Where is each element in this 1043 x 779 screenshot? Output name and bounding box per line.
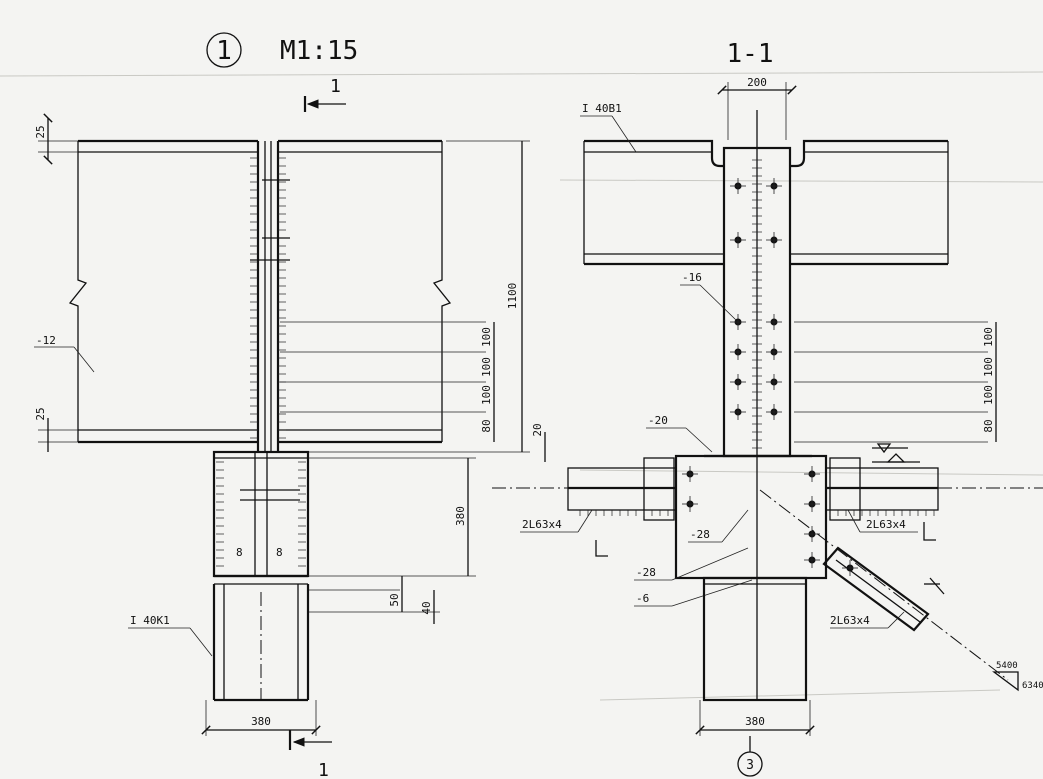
section-mark-bottom: 1 — [318, 760, 329, 779]
slope-triangle — [992, 671, 1019, 692]
extension-lines-right — [794, 321, 997, 443]
dim-edge: 80 — [480, 419, 493, 432]
diagonal-brace — [759, 489, 1009, 681]
label-angle-diag: 2L63x4 — [830, 614, 870, 627]
label-plate-16: -16 — [682, 271, 702, 284]
central-stiffener — [250, 141, 290, 452]
dimension-lines-left — [43, 113, 546, 462]
column-below — [702, 576, 808, 702]
section-cut-mark-top — [303, 96, 346, 112]
bolt-holes-right — [730, 159, 782, 449]
left-beam — [68, 139, 258, 444]
detail-1-elevation: 1 M1:15 1 — [34, 32, 546, 779]
label-angle-left: 2L63x4 — [522, 518, 562, 531]
drawing-scale: M1:15 — [280, 36, 358, 66]
beam-left-portion — [583, 139, 724, 266]
dim-40: 40 — [420, 601, 433, 614]
dim-right-spacing-1: 100 — [982, 327, 995, 347]
label-angle-right: 2L63x4 — [866, 518, 906, 531]
section-cut-mark-bottom — [288, 730, 332, 750]
dim-stiffener-depth: 380 — [454, 506, 467, 526]
dim-right-spacing-3: 100 — [982, 385, 995, 405]
dim-beam-height: 1100 — [506, 283, 519, 310]
label-plate-20: -20 — [648, 414, 668, 427]
dim-slope-b: 6340 — [1022, 681, 1043, 691]
dim-spacing-3: 100 — [480, 385, 493, 405]
label-plate-28b: -28 — [636, 566, 656, 579]
dim-spacing-2: 100 — [480, 357, 493, 377]
dim-top-flange: 25 — [34, 125, 47, 138]
level-marker — [872, 443, 920, 463]
beam-right-portion — [790, 139, 949, 266]
right-beam — [278, 139, 452, 444]
axis-number: 3 — [746, 758, 754, 773]
label-beam-profile: I 40B1 — [582, 102, 622, 115]
dim-weld-right: 8 — [276, 546, 283, 559]
dim-bottom-flange: 25 — [34, 407, 47, 420]
detail-number-circle — [206, 32, 242, 68]
plate-16 — [722, 110, 792, 458]
dim-top-width: 200 — [747, 76, 767, 89]
dim-50: 50 — [388, 593, 401, 606]
bolt-group-left — [262, 179, 290, 239]
dim-right-column-width: 380 — [745, 715, 765, 728]
column-head — [212, 450, 476, 613]
column-shaft — [212, 584, 310, 702]
dim-slope-a: 5400 — [996, 661, 1018, 671]
label-plate-12: -12 — [36, 334, 56, 347]
chord-angles — [492, 467, 1043, 511]
dim-spacing-1: 100 — [480, 327, 493, 347]
dim-column-width: 380 — [251, 715, 271, 728]
detail-number: 1 — [216, 36, 232, 66]
axis-bubble — [737, 751, 763, 777]
weld-hatching-left — [216, 157, 306, 567]
section-title: 1-1 — [727, 39, 774, 69]
section-1-1: 1-1 200 I 40B1 — [492, 39, 1043, 777]
label-plate-28a: -28 — [690, 528, 710, 541]
dim-gap: 20 — [531, 423, 544, 436]
label-column-profile: I 40K1 — [130, 614, 170, 627]
label-plate-6: -6 — [636, 592, 649, 605]
dim-right-spacing-2: 100 — [982, 357, 995, 377]
dim-right-edge: 80 — [982, 419, 995, 432]
dim-weld-left: 8 — [236, 546, 243, 559]
extension-lines-left — [38, 140, 530, 453]
section-mark-top: 1 — [330, 76, 341, 97]
